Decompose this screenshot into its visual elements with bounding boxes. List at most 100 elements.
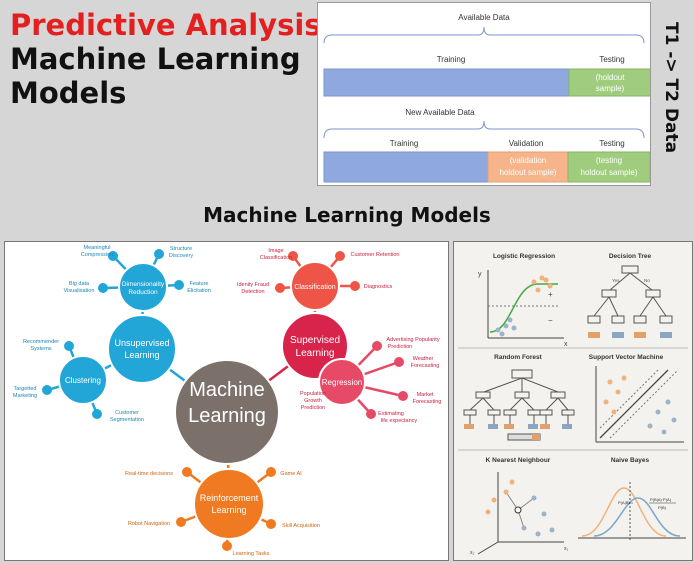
available-data-brace (323, 26, 645, 44)
leaf-dot (182, 467, 192, 477)
testing-bar (568, 68, 652, 97)
leaf-dot (92, 409, 102, 419)
regression-node (318, 358, 366, 406)
training-bar (323, 68, 570, 97)
forest-leaf (562, 424, 572, 429)
leaf-population-1: Population (300, 391, 326, 397)
page-title: Predictive Analysis: Machine Learning Mo… (10, 8, 333, 110)
leaf-dot (366, 409, 376, 419)
available-data-label: Available Data (458, 13, 510, 22)
training-bar-2 (323, 151, 489, 183)
algorithms-panel: Logistic Regression Decision Tree Random… (453, 241, 693, 561)
classification-label: Classification (294, 284, 335, 291)
leaf-skill: Skill Acquisition (282, 523, 320, 529)
new-available-data-label: New Available Data (405, 108, 475, 117)
leaf-image-1: Image (268, 248, 283, 254)
section-title: Machine Learning Models (203, 203, 491, 227)
leaf-market-1: Market (417, 392, 434, 398)
val-label-2: holdout sample) (500, 168, 557, 177)
leaf-recommender-2: Systems (30, 346, 51, 352)
center-node (174, 359, 280, 465)
leaf-customer-2: Segmentation (110, 417, 144, 423)
testing-bar-2 (567, 151, 651, 183)
logistic-plus: + (548, 290, 553, 299)
leaf-population-2: Growth (304, 398, 322, 404)
holdout-label-2: sample) (596, 84, 625, 93)
bayes-formula-num: P(B|A)·P(A) (650, 497, 672, 502)
leaf-dot (372, 341, 382, 351)
clustering-node (58, 355, 108, 405)
leaf-bigdata-2: Visualisation (64, 288, 95, 294)
training-label-2: Training (390, 139, 419, 148)
leaf-meaningful-1: Meaningful (84, 245, 111, 251)
leaf-dot (266, 467, 276, 477)
leaf-dot (174, 280, 184, 290)
dim-line-2: Reduction (128, 289, 158, 296)
forest-title: Random Forest (494, 354, 543, 361)
leaf-customer-1: Customer (115, 410, 139, 416)
random-forest-diagram (463, 369, 575, 424)
leaf-dot (350, 281, 360, 291)
reinf-line-2: Learning (211, 505, 246, 515)
mindmap-svg: Machine Learning Unsupervised Learning S… (13, 245, 442, 557)
center-line-2: Learning (188, 405, 266, 427)
leaf-image-2: Classification (260, 255, 292, 261)
side-label: T1 -> T2 Data (661, 22, 681, 153)
leaf-retention: Customer Retention (351, 252, 400, 258)
logistic-minus: − (548, 316, 553, 325)
data-split-panel: Available Data Training Testing (holdout… (317, 2, 652, 186)
data-split-diagram: Available Data Training Testing (holdout… (323, 13, 652, 183)
leaf-dot (288, 251, 298, 261)
leaf-life-2: life expectancy (381, 418, 418, 424)
svm-plot (595, 366, 684, 443)
reinf-line-1: Reinforcement (200, 493, 259, 503)
side-label-svg: T1 -> T2 Data (661, 22, 681, 153)
forest-leaf (528, 424, 538, 429)
leaf-dot (222, 541, 232, 551)
leaf-dot (266, 519, 276, 529)
leaf-dot (394, 357, 404, 367)
title-line-1: Predictive Analysis: (10, 8, 334, 42)
leaf-realtime: Real-time decisions (125, 471, 173, 477)
leaf-market-2: Forecasting (413, 399, 442, 405)
logistic-title: Logistic Regression (493, 253, 555, 260)
leaf-gameai: Game AI (280, 471, 302, 477)
leaf-bigdata-1: Big data (69, 281, 90, 287)
decision-title: Decision Tree (609, 253, 652, 260)
test-label-1: (testing (596, 156, 622, 165)
unsup-line-2: Learning (124, 350, 159, 360)
leaf-dot (42, 385, 52, 395)
leaf-population-3: Prediction (301, 405, 325, 411)
leaf-meaningful-2: Compression (81, 252, 113, 258)
bayes-formula-left: P(A|B) = (618, 500, 634, 505)
unsup-line-1: Unsupervised (114, 338, 169, 348)
leaf-life-1: Estimating (378, 411, 404, 417)
forest-vote-result (532, 434, 540, 440)
leaf-feature-2: Elicitation (187, 288, 211, 294)
knn-title: K Nearest Neighbour (486, 457, 551, 464)
clustering-label: Clustering (65, 376, 101, 385)
bayes-plot: P(A|B) = P(B|A)·P(A) P(B) (578, 482, 686, 542)
test-label-2: holdout sample) (581, 168, 638, 177)
forest-leaf (464, 424, 474, 429)
new-data-brace (323, 120, 645, 139)
leaf-dot (98, 283, 108, 293)
logistic-x-label: x (564, 341, 568, 348)
leaf-learning: Learning Tasks (233, 551, 270, 557)
leaf-dot (176, 517, 186, 527)
leaf-recommender-1: Recommender (23, 339, 59, 345)
decision-tree-diagram (587, 265, 673, 338)
holdout-label-1: (holdout (596, 73, 626, 82)
leaf-dot (335, 251, 345, 261)
center-line-1: Machine (189, 379, 265, 401)
testing-label-2: Testing (599, 139, 624, 148)
forest-leaf (540, 424, 550, 429)
logistic-y-label: y (478, 271, 482, 278)
title-line-2: Machine Learning (10, 42, 301, 76)
sup-line-2: Learning (296, 348, 335, 359)
dt-yes-label: Yes (612, 278, 620, 283)
leaf-weather-1: Weather (413, 356, 434, 362)
leaf-dot (108, 251, 118, 261)
sup-line-1: Supervised (290, 335, 340, 346)
leaf-dot (154, 249, 164, 259)
